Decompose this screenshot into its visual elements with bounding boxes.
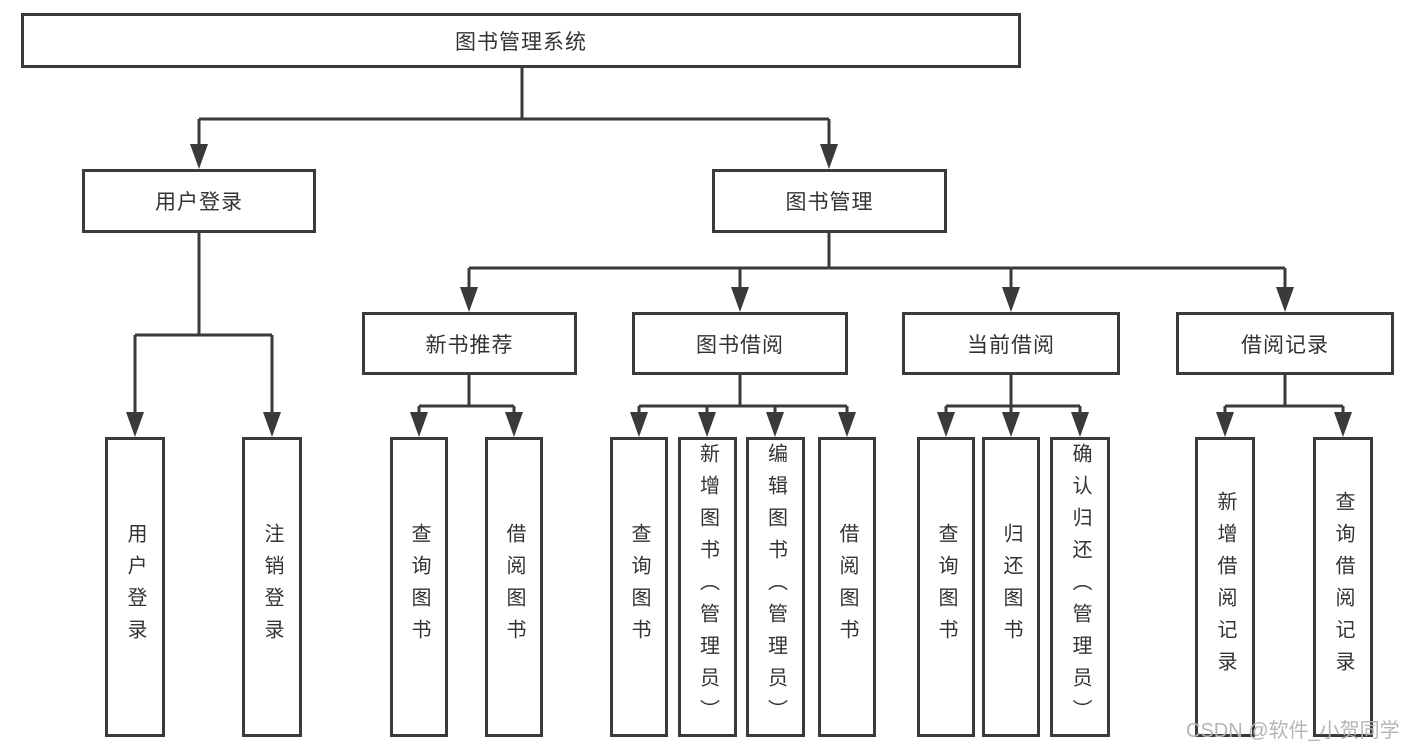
leaf-add-borrow-record-label: 新增借阅记录	[1214, 491, 1236, 683]
leaf-borrow-books-2-label: 借阅图书	[836, 523, 858, 651]
leaf-query-borrow-record-label: 查询借阅记录	[1332, 491, 1354, 683]
leaf-edit-books-admin: 编辑图书（管理员）	[746, 437, 805, 737]
leaf-add-borrow-record: 新增借阅记录	[1195, 437, 1255, 737]
leaf-user-login: 用户登录	[105, 437, 165, 737]
leaf-query-books-1: 查询图书	[390, 437, 448, 737]
leaf-logout-label: 注销登录	[261, 523, 283, 651]
leaf-query-books-3-label: 查询图书	[935, 523, 957, 651]
node-user-login-label: 用户登录	[155, 191, 243, 214]
leaf-query-books-2: 查询图书	[610, 437, 668, 737]
node-book-management-label: 图书管理	[785, 191, 874, 214]
leaf-query-books-1-label: 查询图书	[408, 523, 430, 651]
node-current-borrow: 当前借阅	[902, 312, 1120, 375]
node-book-borrow: 图书借阅	[632, 312, 848, 375]
node-new-book-recommend: 新书推荐	[362, 312, 577, 375]
node-borrow-records: 借阅记录	[1176, 312, 1394, 375]
leaf-logout: 注销登录	[242, 437, 302, 737]
leaf-add-books-admin-label: 新增图书（管理员）	[696, 443, 719, 731]
node-book-management: 图书管理	[712, 169, 947, 233]
node-library-system-label: 图书管理系统	[455, 30, 587, 54]
leaf-confirm-return-admin: 确认归还（管理员）	[1050, 437, 1110, 737]
node-user-login: 用户登录	[82, 169, 316, 233]
node-library-system: 图书管理系统	[21, 13, 1021, 68]
leaf-borrow-books-1-label: 借阅图书	[503, 523, 525, 651]
leaf-return-books-label: 归还图书	[1000, 523, 1022, 651]
node-new-book-recommend-label: 新书推荐	[425, 333, 514, 357]
leaf-edit-books-admin-label: 编辑图书（管理员）	[764, 443, 787, 731]
leaf-borrow-books-2: 借阅图书	[818, 437, 876, 737]
node-book-borrow-label: 图书借阅	[696, 333, 784, 357]
watermark: CSDN @软件_小贺同学	[1186, 720, 1400, 742]
leaf-return-books: 归还图书	[982, 437, 1040, 737]
node-borrow-records-label: 借阅记录	[1241, 333, 1329, 357]
leaf-borrow-books-1: 借阅图书	[485, 437, 543, 737]
leaf-confirm-return-admin-label: 确认归还（管理员）	[1069, 443, 1091, 731]
leaf-query-books-2-label: 查询图书	[628, 523, 650, 651]
leaf-query-books-3: 查询图书	[917, 437, 975, 737]
leaf-query-borrow-record: 查询借阅记录	[1313, 437, 1373, 737]
leaf-add-books-admin: 新增图书（管理员）	[678, 437, 737, 737]
node-current-borrow-label: 当前借阅	[967, 333, 1055, 357]
leaf-user-login-label: 用户登录	[124, 523, 146, 651]
